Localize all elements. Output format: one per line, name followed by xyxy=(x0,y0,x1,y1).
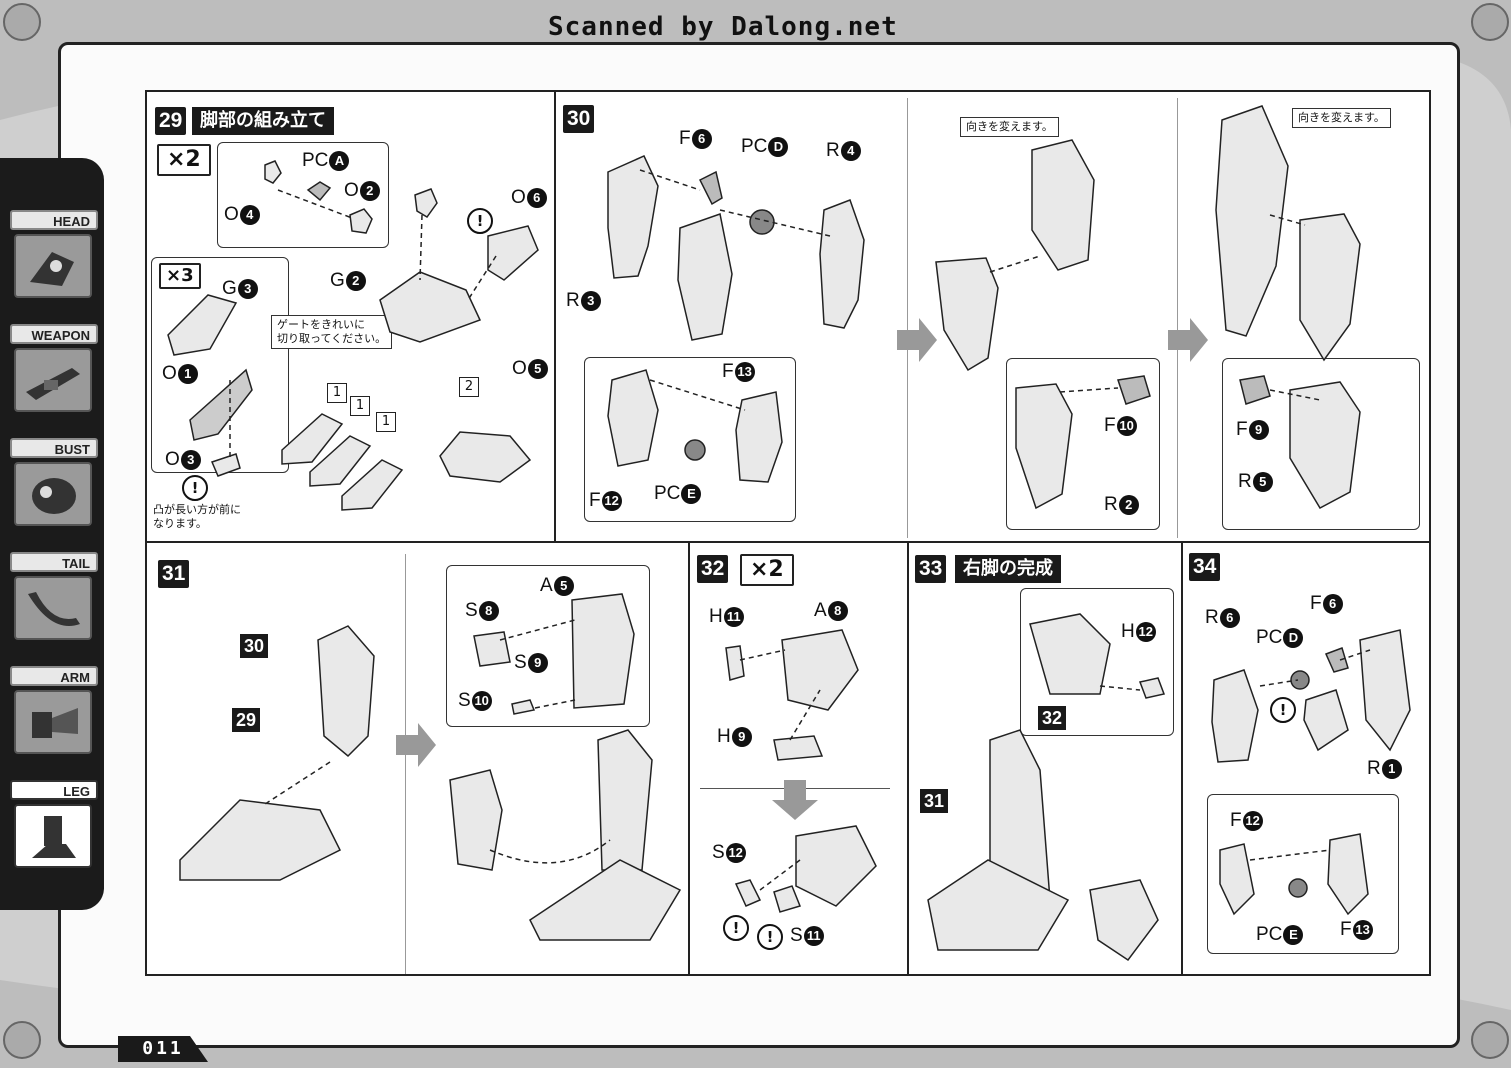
note-protrusion: 凸が長い方が前に なります。 xyxy=(153,503,241,530)
sidebar-label-arm: ARM xyxy=(10,666,98,686)
reference-step-29: 29 xyxy=(232,708,261,732)
caution-icon: ! xyxy=(467,208,493,234)
col-divider xyxy=(907,541,909,974)
col-divider xyxy=(688,541,690,974)
sidebar-label-leg: LEG xyxy=(10,780,98,800)
sidebar-item-arm[interactable]: ARM xyxy=(10,666,98,754)
page-number: 011 xyxy=(118,1036,208,1062)
step-title-33: 右脚の完成 xyxy=(955,555,1061,583)
note-gate: ゲートをきれいに 切り取ってください。 xyxy=(271,315,393,349)
step-number-34: 34 xyxy=(1189,553,1221,581)
bust-icon xyxy=(14,462,92,526)
sidebar-item-weapon[interactable]: WEAPON xyxy=(10,324,98,412)
col-divider xyxy=(554,92,556,541)
sidebar-label-weapon: WEAPON xyxy=(10,324,98,344)
sidebar-item-tail[interactable]: TAIL xyxy=(10,552,98,640)
caution-icon: ! xyxy=(757,924,783,950)
weapon-icon xyxy=(14,348,92,412)
tail-icon xyxy=(14,576,92,640)
sequence-marker: 1 xyxy=(350,396,370,416)
step-number-32: 32 xyxy=(697,555,729,583)
step-number-31: 31 xyxy=(158,560,190,588)
head-icon xyxy=(14,234,92,298)
subdivider xyxy=(405,554,406,974)
reference-step-30: 30 xyxy=(240,634,269,658)
sequence-marker: 1 xyxy=(327,383,347,403)
caution-icon: ! xyxy=(182,475,208,501)
sidebar-label-bust: BUST xyxy=(10,438,98,458)
subdivider xyxy=(907,98,908,538)
subassembly-29b xyxy=(151,257,289,473)
scan-credit: Scanned by Dalong.net xyxy=(548,12,898,42)
step-title-29: 脚部の組み立て xyxy=(192,107,334,135)
sidebar-item-bust[interactable]: BUST xyxy=(10,438,98,526)
sidebar-label-head: HEAD xyxy=(10,210,98,230)
sidebar-label-tail: TAIL xyxy=(10,552,98,572)
caution-icon: ! xyxy=(1270,697,1296,723)
caution-icon: ! xyxy=(723,915,749,941)
note-turn: 向きを変えます。 xyxy=(960,117,1059,137)
note-turn-2: 向きを変えます。 xyxy=(1292,108,1391,128)
sequence-marker: 1 xyxy=(376,412,396,432)
leg-icon xyxy=(14,804,92,868)
reference-step-32: 32 xyxy=(1038,706,1067,730)
subdivider xyxy=(1177,98,1178,538)
reference-step-31: 31 xyxy=(920,789,949,813)
multiplier-29a: ×2 xyxy=(157,144,211,176)
sidebar-item-head[interactable]: HEAD xyxy=(10,210,98,298)
arm-icon xyxy=(14,690,92,754)
section-sidebar: HEAD WEAPON BUST TAIL ARM LEG xyxy=(0,158,104,910)
sequence-marker: 2 xyxy=(459,377,479,397)
step-number-30: 30 xyxy=(563,105,595,133)
step-number-29: 29 xyxy=(155,107,187,135)
col-divider xyxy=(1181,541,1183,974)
sidebar-item-leg[interactable]: LEG xyxy=(10,780,98,868)
row-divider xyxy=(147,541,1429,543)
step-number-33: 33 xyxy=(915,555,947,583)
multiplier-32: ×2 xyxy=(740,554,794,586)
multiplier-29b: ×3 xyxy=(159,263,201,289)
